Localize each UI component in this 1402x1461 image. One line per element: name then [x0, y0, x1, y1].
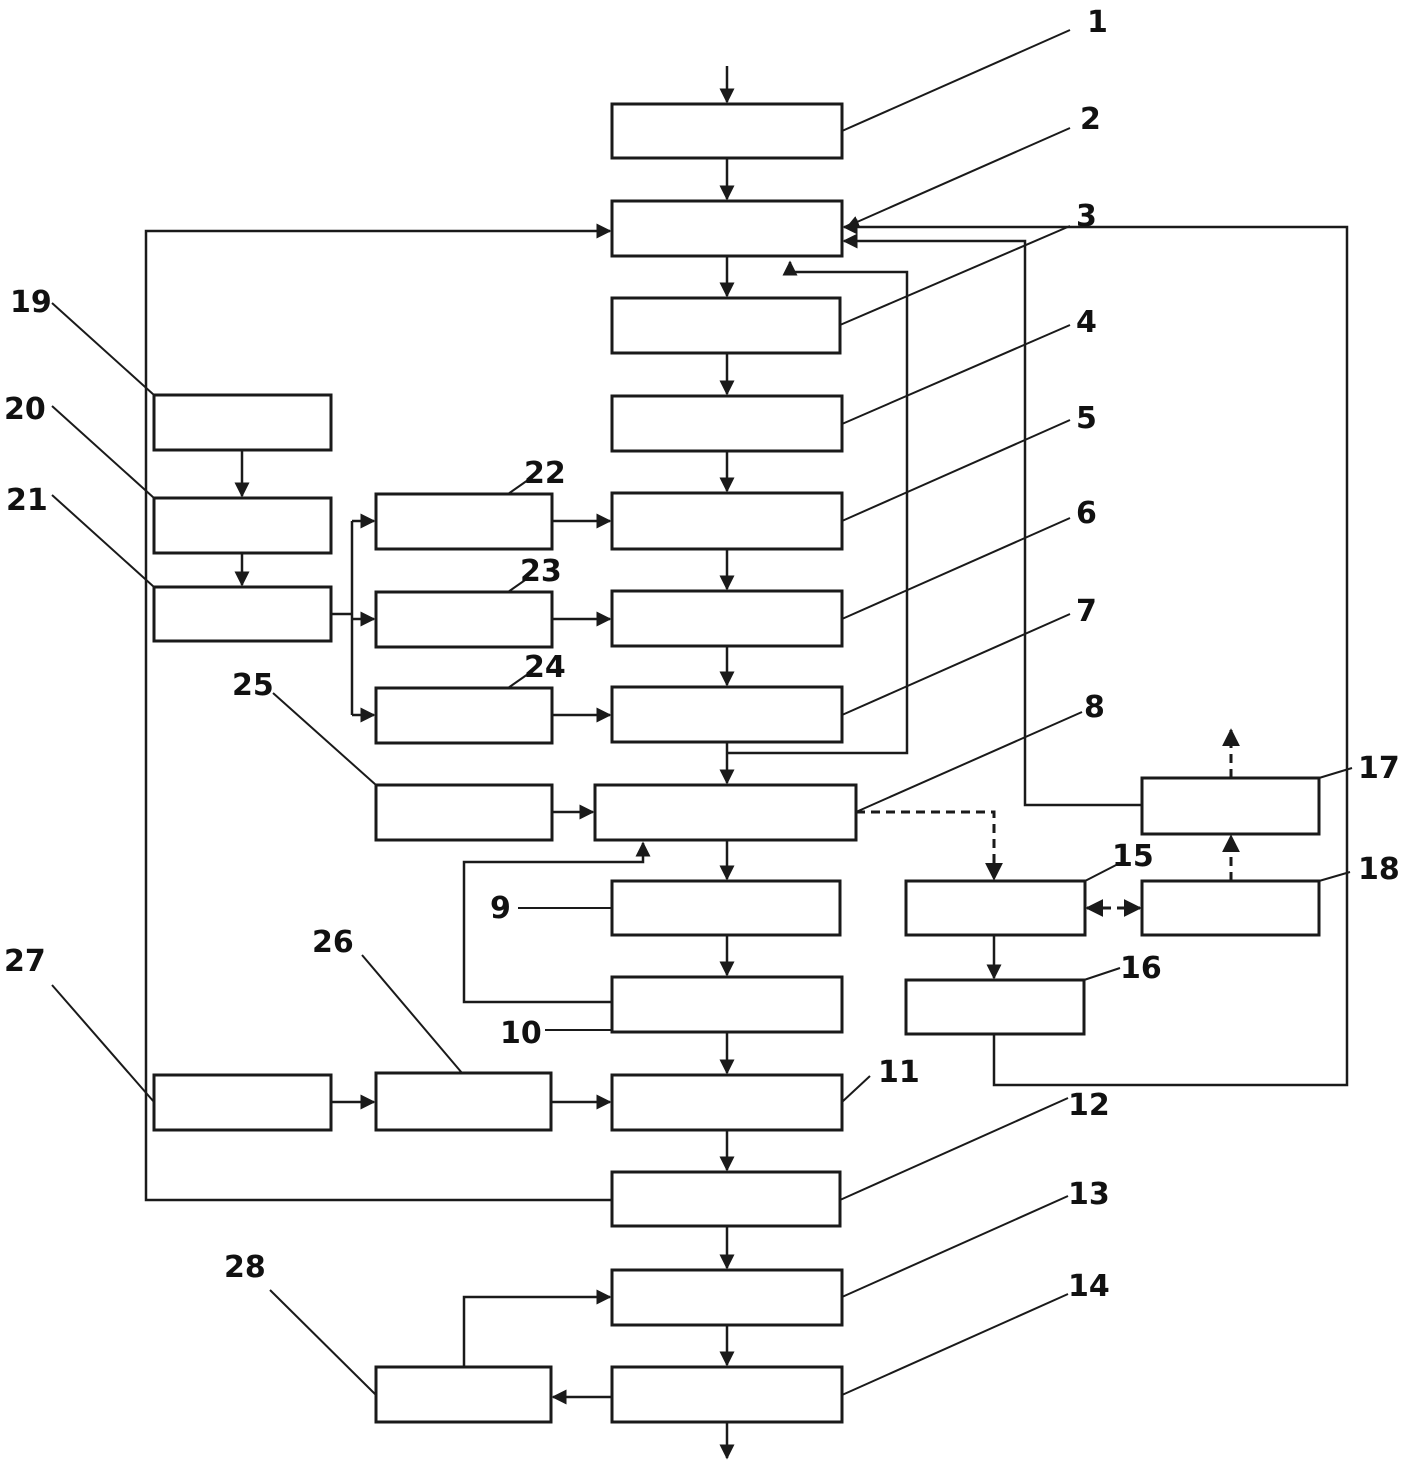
label-23: 23: [520, 554, 562, 589]
box-3: [610, 296, 842, 355]
box-14: [610, 1365, 844, 1424]
box-24: [374, 686, 554, 745]
label-13: 13: [1068, 1177, 1110, 1212]
box-9: [610, 879, 842, 937]
label-11: 11: [878, 1055, 920, 1090]
box-12: [610, 1170, 842, 1228]
box-21: [152, 585, 333, 643]
label-4: 4: [1076, 305, 1097, 340]
process-boxes: [152, 102, 1321, 1424]
box-5: [610, 491, 844, 551]
label-17: 17: [1358, 751, 1400, 786]
label-5: 5: [1076, 401, 1097, 436]
label-27: 27: [4, 944, 46, 979]
box-11: [610, 1073, 844, 1132]
box-6: [610, 589, 844, 648]
label-20: 20: [4, 392, 46, 427]
label-16: 16: [1120, 951, 1162, 986]
label-12: 12: [1068, 1088, 1110, 1123]
left-side-connectors: [234, 450, 612, 1110]
feedback-loops: [144, 219, 1349, 1405]
box-26: [374, 1071, 553, 1132]
label-19: 19: [10, 285, 52, 320]
label-9: 9: [490, 891, 511, 926]
box-17: [1140, 776, 1321, 836]
label-28: 28: [224, 1250, 266, 1285]
box-23: [374, 590, 554, 649]
label-3: 3: [1076, 199, 1097, 234]
box-10: [610, 975, 844, 1034]
box-20: [152, 496, 333, 555]
label-leaders: [51, 29, 1353, 1396]
box-1: [610, 102, 844, 160]
box-13: [610, 1268, 844, 1327]
box-22: [374, 492, 554, 551]
box-16: [904, 978, 1086, 1036]
box-27: [152, 1073, 333, 1132]
label-14: 14: [1068, 1269, 1110, 1304]
label-2: 2: [1080, 102, 1101, 137]
label-8: 8: [1084, 690, 1105, 725]
label-25: 25: [232, 668, 274, 703]
box-25: [374, 783, 554, 842]
box-8: [593, 783, 858, 842]
label-24: 24: [524, 650, 566, 685]
box-18: [1140, 879, 1321, 937]
label-10: 10: [500, 1016, 542, 1051]
dashed-connectors: [856, 728, 1240, 917]
label-7: 7: [1076, 594, 1097, 629]
box-2: [610, 199, 844, 258]
box-4: [610, 394, 844, 453]
box-19: [152, 393, 333, 452]
label-26: 26: [312, 925, 354, 960]
label-15: 15: [1112, 839, 1154, 874]
label-22: 22: [524, 456, 566, 491]
label-6: 6: [1076, 496, 1097, 531]
box-28: [374, 1365, 553, 1424]
label-1: 1: [1087, 5, 1108, 40]
box-15: [904, 879, 1087, 937]
reference-numbers: 1 2 3 4 5 6 7 8 9 10 11 12 13 14 15 16 1…: [4, 5, 1400, 1304]
label-21: 21: [6, 483, 48, 518]
box-7: [610, 685, 844, 744]
label-18: 18: [1358, 852, 1400, 887]
